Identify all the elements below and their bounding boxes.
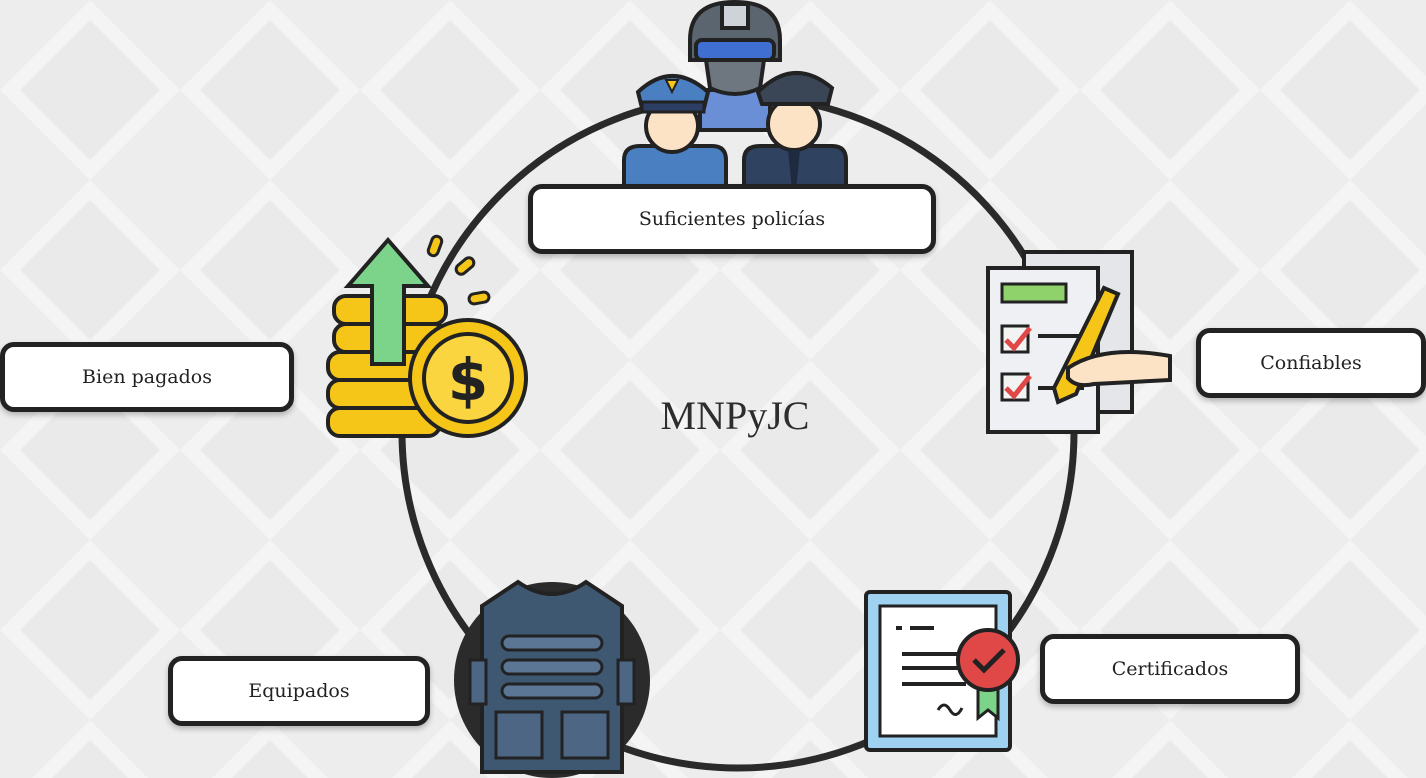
certificate-icon: [864, 590, 1020, 752]
node-label-suficientes-policias: Suficientes policías: [528, 184, 936, 254]
node-label-bien-pagados: Bien pagados: [0, 342, 294, 412]
center-title: MNPyJC: [660, 393, 810, 438]
node-label-equipados: Equipados: [168, 656, 430, 726]
checklist-signing-icon: [986, 250, 1172, 434]
node-label-confiables: Confiables: [1196, 328, 1426, 398]
node-label-certificados: Certificados: [1040, 634, 1300, 704]
police-officers-icon: [622, 0, 848, 190]
coins-growth-icon: $: [326, 234, 528, 438]
svg-text:$: $: [448, 346, 488, 414]
bulletproof-vest-icon: [454, 579, 650, 778]
